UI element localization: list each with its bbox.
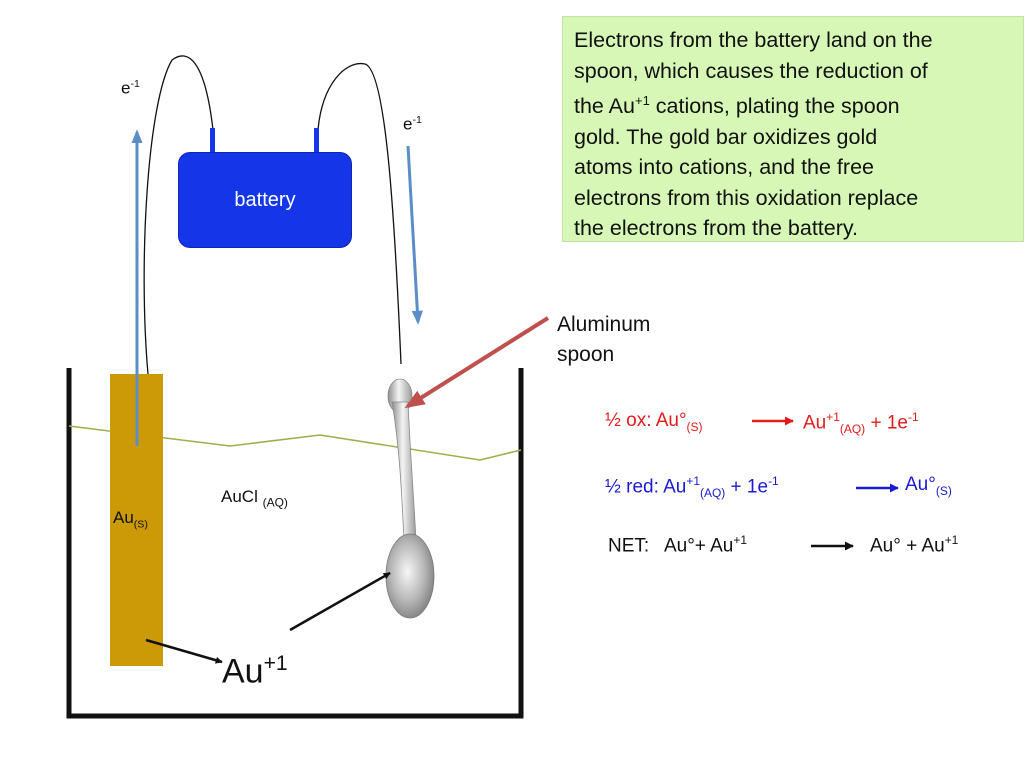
- callout-line-4: gold. The gold bar oxidizes gold: [574, 124, 878, 149]
- gold-bar-label: Au(S): [113, 508, 148, 530]
- net-product-sup: +1: [944, 533, 959, 547]
- red-product: Au°: [905, 474, 936, 495]
- ox-tail: + 1e: [865, 412, 908, 434]
- callout-line-3-start: the Au: [574, 94, 635, 119]
- solution-label: AuCl (AQ): [221, 487, 288, 509]
- spoon-label: Aluminum spoon: [557, 310, 650, 370]
- electron-label-right: e-1: [403, 114, 422, 135]
- red-product-sub: (S): [935, 483, 952, 498]
- aluminum-spoon: [385, 378, 435, 619]
- ox-prefix: ½ ox: Au°: [605, 410, 687, 431]
- battery-terminal-left: [210, 128, 215, 156]
- net-product: Au° + Au: [870, 535, 945, 557]
- spoon-pointer-arrow: [404, 316, 550, 409]
- wire-left: [143, 55, 214, 375]
- spoon-label-line2: spoon: [557, 343, 615, 366]
- wire-right: [317, 63, 402, 365]
- callout-line-3: the Au+1 cations, plating the spoon: [574, 86, 1013, 122]
- net-equation-left: NET: Au°+ Au+1: [608, 533, 747, 557]
- reduction-equation-left: ½ red: Au+1(AQ) + 1e-1: [605, 474, 779, 500]
- gold-ion-label-sup: +1: [263, 652, 288, 675]
- electron-label-left: e-1: [121, 78, 140, 99]
- ox-product: Au: [803, 412, 827, 434]
- callout-line-2: spoon, which causes the reduction of: [574, 58, 928, 83]
- callout-line-5: atoms into cations, and the free: [574, 155, 874, 180]
- gold-ion-label: Au+1: [222, 652, 288, 691]
- red-mid-sup: -1: [768, 474, 779, 488]
- beaker: [66, 368, 524, 719]
- red-prefix-sup: +1: [686, 474, 700, 488]
- ox-tail-sup: -1: [907, 410, 919, 424]
- callout-line-7: the electrons from the battery.: [574, 216, 859, 241]
- electron-label-left-sup: -1: [130, 78, 140, 90]
- reduction-equation-right: Au°(S): [905, 474, 952, 498]
- ion-arrow-from-bar: [145, 638, 223, 664]
- net-equation-right: Au° + Au+1: [870, 533, 958, 557]
- ox-prefix-sub: (S): [686, 419, 703, 434]
- callout-line-6: electrons from this oxidation replace: [574, 185, 919, 210]
- ion-arrow-to-spoon: [289, 571, 391, 632]
- ox-product-sup: +1: [826, 410, 840, 424]
- battery: battery: [178, 152, 352, 248]
- oxidation-equation-left: ½ ox: Au°(S): [605, 410, 703, 434]
- red-mid: + 1e: [725, 476, 769, 498]
- net-prefix: NET: Au°+ Au: [608, 535, 734, 557]
- solution-surface-line: [68, 425, 522, 461]
- gold-ion-label-base: Au: [222, 652, 264, 691]
- net-prefix-sup: +1: [733, 533, 748, 547]
- electron-label-right-base: e: [403, 114, 413, 134]
- ox-product-sub: (AQ): [839, 422, 866, 437]
- solution-label-base: AuCl: [221, 487, 258, 506]
- solution-label-sub: (AQ): [262, 495, 288, 510]
- callout-line-3-sup: +1: [634, 93, 650, 108]
- red-prefix: ½ red: Au: [605, 476, 687, 498]
- gold-bar-label-sub: (S): [133, 518, 148, 531]
- callout-line-1: Electrons from the battery land on the: [574, 28, 933, 52]
- spoon-label-line1: Aluminum: [557, 313, 651, 336]
- gold-bar-label-base: Au: [113, 508, 134, 527]
- battery-terminal-right: [314, 128, 319, 156]
- electron-label-left-base: e: [121, 78, 131, 98]
- oxidation-equation-right: Au+1(AQ) + 1e-1: [803, 410, 919, 436]
- battery-label: battery: [234, 189, 296, 211]
- electron-label-right-sup: -1: [412, 114, 422, 126]
- explanation-callout: Electrons from the battery land on the s…: [562, 16, 1024, 242]
- callout-line-3-rest: cations, plating the spoon: [649, 94, 900, 119]
- electron-arrow-down: [406, 145, 423, 325]
- red-prefix-sub: (AQ): [700, 486, 726, 501]
